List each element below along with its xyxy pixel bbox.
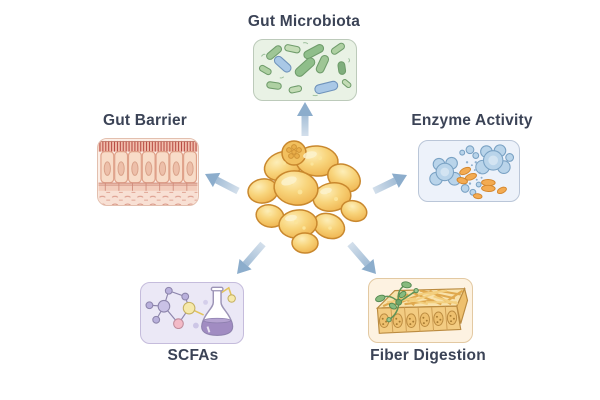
enzyme-activity-label: Enzyme Activity (411, 112, 533, 129)
cell-walls (390, 306, 448, 333)
gut-barrier-label: Gut Barrier (102, 112, 188, 129)
scfas-label: SCFAs (167, 347, 219, 364)
enzyme-activity-card (418, 140, 520, 202)
arrow-to-fiber-digestion (347, 241, 376, 274)
arrow-to-scfas (237, 241, 266, 274)
gut-barrier-card (97, 138, 199, 206)
arrow-to-gut-barrier (205, 172, 240, 195)
arrow-to-enzyme-activity (372, 173, 407, 195)
scfas-card (140, 282, 244, 344)
gut-microbiota-card (253, 39, 357, 101)
cluster-highlights (281, 151, 332, 222)
motion-marks (261, 42, 350, 97)
molecule-flask-illustration (145, 286, 236, 336)
cluster-freckles (268, 156, 352, 230)
intestinal-epithelium-illustration (98, 139, 198, 205)
fiber-seeds (381, 314, 455, 326)
golden-cluster-illustration (247, 140, 368, 254)
fiber-digestion-card (368, 278, 473, 343)
fiber-cross-sections (379, 310, 458, 328)
molecule-atoms (145, 286, 236, 330)
epithelial-cells (100, 151, 198, 184)
gut-microbiota-label: Gut Microbiota (247, 13, 361, 30)
particle-dots (465, 161, 483, 185)
plant-sprig (375, 281, 419, 323)
substrate-pellets (456, 166, 507, 200)
enzymes-illustration (429, 144, 515, 200)
fiber-block-illustration (375, 281, 469, 334)
arrow-to-gut-microbiota (297, 102, 313, 136)
flask (201, 286, 234, 336)
enzyme-blobs (429, 144, 515, 196)
fiber-digestion-label: Fiber Digestion (370, 347, 486, 364)
bacteria-illustration (258, 42, 352, 97)
textured-cell-pattern (286, 144, 302, 159)
